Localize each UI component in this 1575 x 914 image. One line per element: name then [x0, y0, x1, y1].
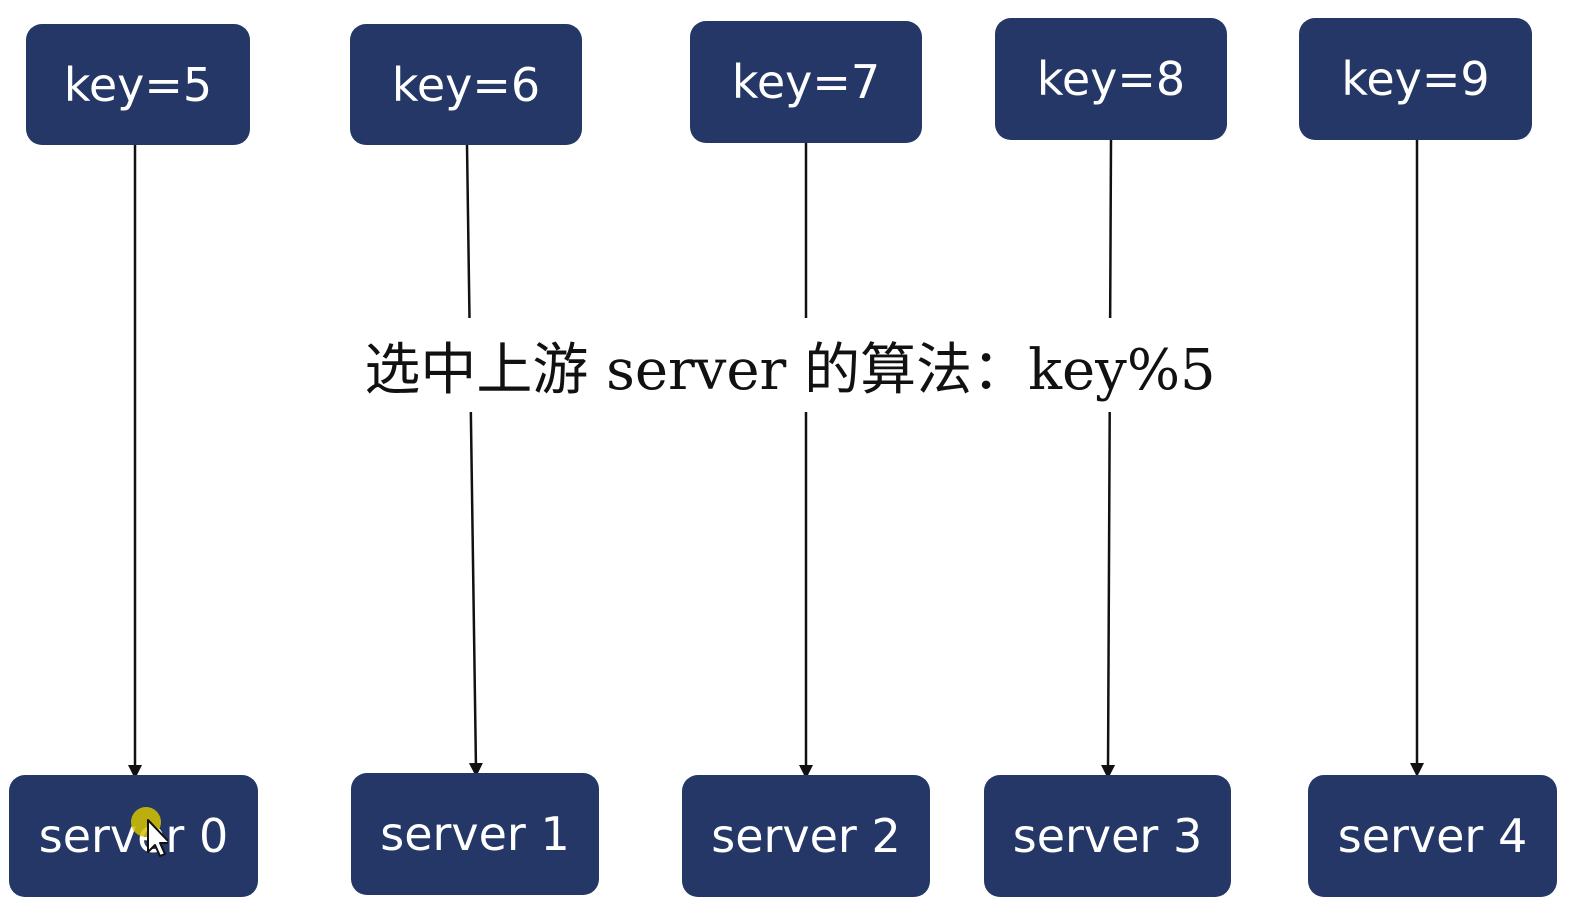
key-node-9: key=9 — [1299, 18, 1532, 140]
server-node-4: server 4 — [1308, 775, 1557, 897]
key-node-6: key=6 — [350, 24, 582, 145]
key-node-5: key=5 — [26, 24, 250, 145]
algorithm-caption: 选中上游 server 的算法：key%5 — [340, 318, 1240, 412]
server-node-0: server 0 — [9, 775, 258, 897]
key-node-label: key=8 — [1036, 52, 1186, 106]
server-node-1: server 1 — [351, 773, 599, 895]
key-node-7: key=7 — [690, 21, 922, 143]
server-node-label: server 3 — [1012, 809, 1203, 863]
key-node-label: key=9 — [1341, 52, 1490, 106]
server-node-label: server 4 — [1337, 809, 1528, 863]
mouse-pointer-icon — [131, 807, 168, 857]
server-node-label: server 1 — [380, 807, 570, 861]
edge-key8-server3 — [1101, 139, 1116, 779]
key-node-label: key=7 — [731, 55, 881, 109]
key-node-8: key=8 — [995, 18, 1227, 140]
edge-key6-server1 — [465, 144, 483, 777]
server-node-label: server 2 — [711, 809, 901, 863]
key-node-label: key=5 — [63, 57, 213, 112]
key-node-label: key=6 — [391, 57, 541, 112]
server-node-3: server 3 — [984, 775, 1231, 897]
server-node-2: server 2 — [682, 775, 930, 897]
